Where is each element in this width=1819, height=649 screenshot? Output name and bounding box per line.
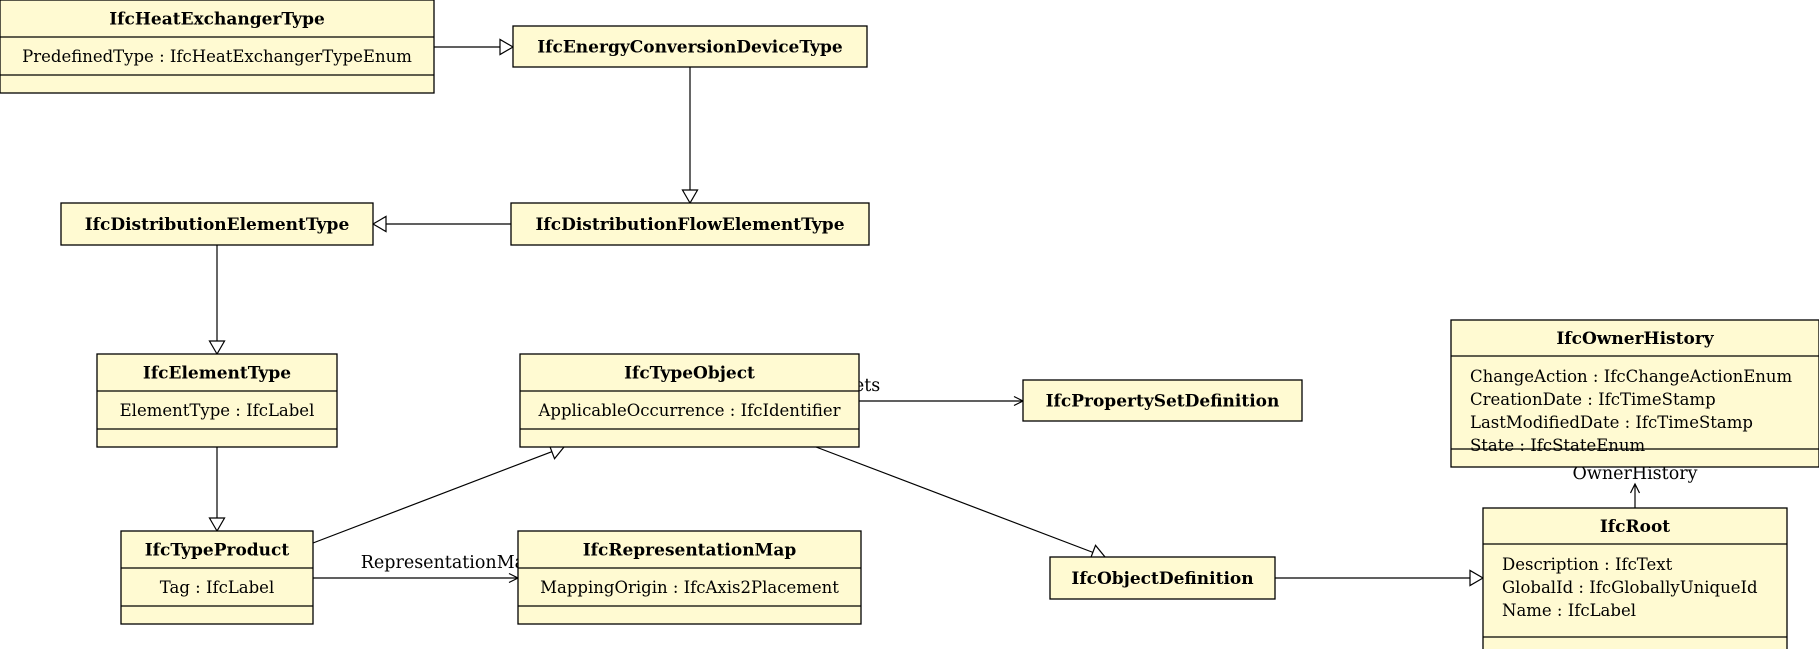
class-attribute: LastModifiedDate : IfcTimeStamp — [1470, 413, 1753, 432]
class-name: IfcRepresentationMap — [583, 541, 797, 561]
class-box — [517, 530, 862, 625]
class-attribute: State : IfcStateEnum — [1470, 436, 1646, 455]
edges-layer: HasPropertySetsRepresentationMapsOwnerHi… — [208, 38, 1698, 587]
class-energy-conversion-device-type: IfcEnergyConversionDeviceType — [512, 25, 868, 68]
class-name: IfcTypeProduct — [145, 541, 290, 561]
class-property-set-definition: IfcPropertySetDefinition — [1022, 379, 1303, 422]
generalization-edge — [1275, 569, 1485, 587]
class-attribute: Description : IfcText — [1502, 555, 1673, 574]
class-name: IfcHeatExchangerType — [109, 10, 325, 30]
class-name: IfcOwnerHistory — [1556, 329, 1714, 349]
generalization-arrowhead — [499, 38, 515, 56]
class-attribute: ChangeAction : IfcChangeActionEnum — [1470, 367, 1793, 386]
class-attribute: CreationDate : IfcTimeStamp — [1470, 390, 1716, 409]
generalization-arrowhead — [208, 517, 226, 533]
class-attribute: GlobalId : IfcGloballyUniqueId — [1502, 578, 1758, 597]
class-name: IfcDistributionFlowElementType — [535, 215, 844, 235]
generalization-arrowhead — [371, 215, 387, 233]
generalization-edge — [681, 67, 699, 205]
class-box — [1022, 379, 1303, 422]
association-arrowhead — [1629, 482, 1641, 494]
class-box — [0, 0, 435, 94]
class-name: IfcObjectDefinition — [1071, 569, 1253, 589]
generalization-edge — [312, 443, 566, 544]
class-distribution-element-type: IfcDistributionElementType — [60, 202, 374, 246]
class-name: IfcEnergyConversionDeviceType — [537, 38, 843, 58]
class-name: IfcDistributionElementType — [85, 215, 350, 235]
class-object-definition: IfcObjectDefinition — [1049, 556, 1276, 600]
class-box — [510, 202, 870, 246]
association-edge: OwnerHistory — [1573, 464, 1698, 508]
class-name: IfcRoot — [1600, 517, 1670, 537]
generalization-edge — [208, 245, 226, 356]
class-box — [1049, 556, 1276, 600]
generalization-arrowhead — [1469, 569, 1485, 587]
class-attribute: Name : IfcLabel — [1502, 601, 1636, 620]
class-attribute: Tag : IfcLabel — [160, 578, 274, 597]
class-attribute: ElementType : IfcLabel — [120, 401, 315, 420]
class-box — [512, 25, 868, 68]
generalization-edge — [208, 447, 226, 533]
generalization-arrowhead — [208, 340, 226, 356]
generalization-arrowhead — [681, 189, 699, 205]
generalization-edge — [434, 38, 515, 56]
edge-line — [312, 451, 553, 544]
class-box — [1450, 319, 1819, 468]
edge-line — [815, 446, 1094, 553]
class-name: IfcTypeObject — [624, 364, 755, 384]
class-attribute: MappingOrigin : IfcAxis2Placement — [540, 578, 839, 597]
class-box — [519, 353, 860, 448]
class-attribute: PredefinedType : IfcHeatExchangerTypeEnu… — [22, 47, 412, 66]
association-role-label: OwnerHistory — [1573, 464, 1698, 484]
association-role-label: RepresentationMaps — [361, 553, 546, 573]
class-box — [1482, 507, 1788, 649]
class-box — [96, 353, 338, 448]
association-edge: RepresentationMaps — [313, 553, 546, 584]
class-box — [60, 202, 374, 246]
class-attribute: ApplicableOccurrence : IfcIdentifier — [537, 401, 840, 420]
class-box — [120, 530, 314, 625]
class-name: IfcElementType — [143, 364, 291, 384]
generalization-edge — [371, 215, 511, 233]
class-name: IfcPropertySetDefinition — [1046, 392, 1280, 412]
class-distribution-flow-element-type: IfcDistributionFlowElementType — [510, 202, 870, 246]
